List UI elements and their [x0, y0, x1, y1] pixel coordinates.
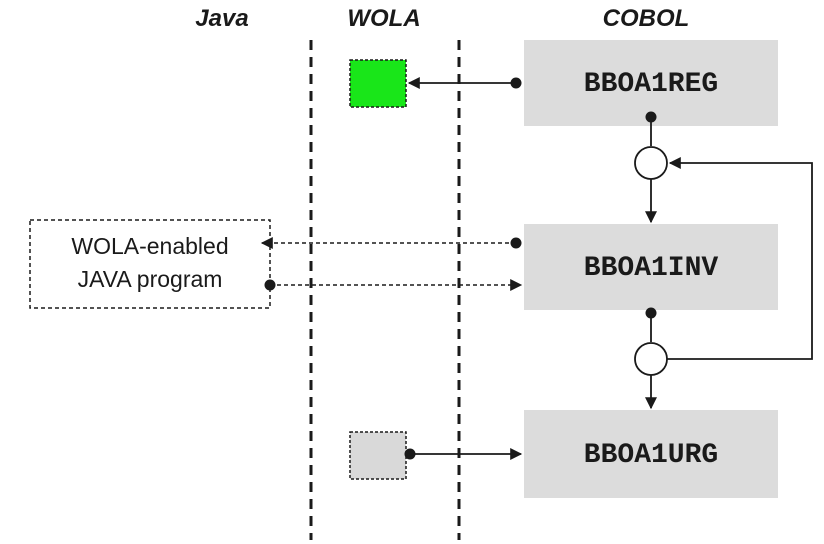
wola-registration-inactive	[349, 431, 407, 480]
column-title-wola: WOLA	[347, 5, 420, 32]
module-label-bboa1inv: BBOA1INV	[584, 253, 719, 284]
module-bboa1inv: BBOA1INV	[524, 224, 778, 310]
module-box-bboa1inv	[524, 224, 778, 310]
arrow-invoke-to-java	[260, 237, 522, 249]
module-box-bboa1urg	[524, 410, 778, 498]
java-program-box	[29, 219, 271, 309]
module-bboa1urg: BBOA1URG	[524, 410, 778, 498]
column-title-cobol: COBOL	[603, 5, 690, 32]
column-title-java: Java	[195, 5, 248, 32]
arrow-register-to-wola	[407, 77, 522, 89]
arrow-wola-to-unregister	[404, 448, 523, 460]
arrow-java-to-invoke	[264, 279, 523, 291]
java-program-line2: JAVA program	[78, 266, 223, 292]
java-program: WOLA-enabled JAVA program	[29, 219, 271, 309]
wola-registration-active	[349, 59, 407, 108]
loop-back-connector	[667, 157, 813, 360]
java-program-line1: WOLA-enabled	[71, 233, 228, 259]
flow-register-to-invoke	[634, 111, 668, 224]
loop-junction-upper	[634, 146, 668, 180]
loop-junction-lower	[634, 342, 668, 376]
module-label-bboa1urg: BBOA1URG	[584, 440, 718, 471]
flow-invoke-to-unregister	[634, 307, 668, 410]
module-label-bboa1reg: BBOA1REG	[584, 69, 718, 100]
